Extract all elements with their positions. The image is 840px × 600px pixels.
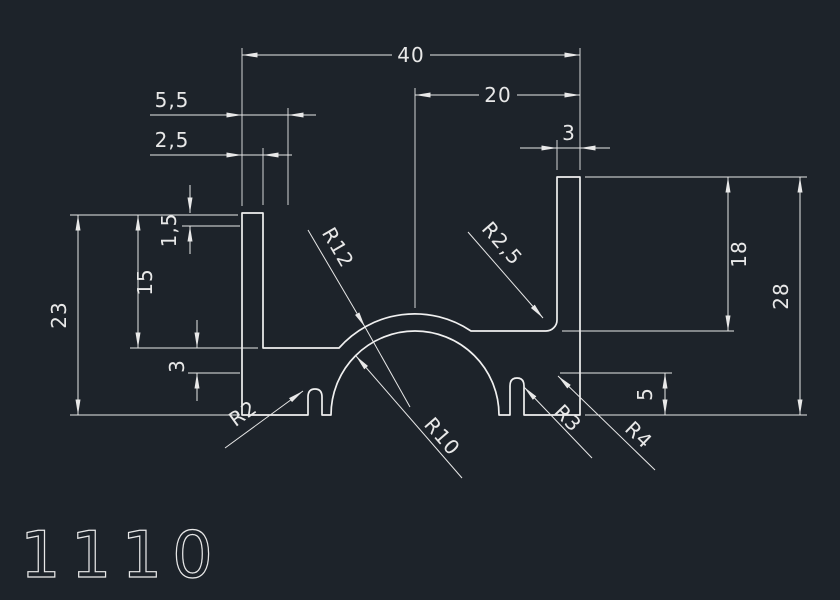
- profile-outline: [241, 176, 581, 416]
- dim-label-right-width: 20: [484, 83, 511, 107]
- dim-label-right-wall-width: 3: [562, 121, 576, 145]
- part-number: 1110: [20, 519, 223, 593]
- dimension-right-wall-width: 3: [520, 121, 610, 151]
- dimension-web-thickness: 3: [165, 320, 200, 401]
- radius-r3: R3: [523, 386, 593, 459]
- radius-r10: R10: [355, 355, 465, 479]
- radius-label-r12: R12: [317, 223, 359, 272]
- radius-label-r2: R2: [224, 395, 261, 431]
- dimension-right-width: 20: [415, 83, 580, 107]
- extension-lines: [70, 48, 807, 416]
- dim-label-top-step: 1,5: [157, 213, 181, 248]
- dim-label-left-wall-width: 2,5: [155, 128, 190, 152]
- dimension-total-width: 40: [242, 43, 580, 67]
- radius-r2: R2: [224, 390, 304, 449]
- dimension-top-step: 1,5: [157, 185, 193, 254]
- dim-label-left-wall-height: 15: [133, 268, 157, 295]
- dim-label-web-thickness: 3: [165, 359, 189, 373]
- radius-label-r3: R3: [549, 400, 586, 437]
- dimension-left-offset: 5,5: [150, 88, 316, 118]
- dim-label-total-height: 28: [769, 282, 793, 309]
- radius-label-r2-5: R2,5: [477, 217, 528, 270]
- dim-label-right-wall-height: 18: [727, 240, 751, 267]
- dimension-left-height: 23: [47, 215, 81, 415]
- dimension-notch-height: 5: [633, 373, 668, 415]
- dimension-right-wall-height: 18: [725, 177, 751, 331]
- dimension-left-wall-width: 2,5: [150, 128, 292, 158]
- dim-label-total-width: 40: [397, 43, 424, 67]
- dimension-left-wall-height: 15: [133, 215, 157, 348]
- dim-label-left-offset: 5,5: [155, 88, 190, 112]
- radius-r2-5: R2,5: [467, 217, 544, 319]
- radius-label-r4: R4: [620, 416, 657, 453]
- dim-label-notch-height: 5: [633, 387, 657, 401]
- dimension-total-height: 28: [769, 177, 803, 415]
- dim-label-left-height: 23: [47, 301, 71, 328]
